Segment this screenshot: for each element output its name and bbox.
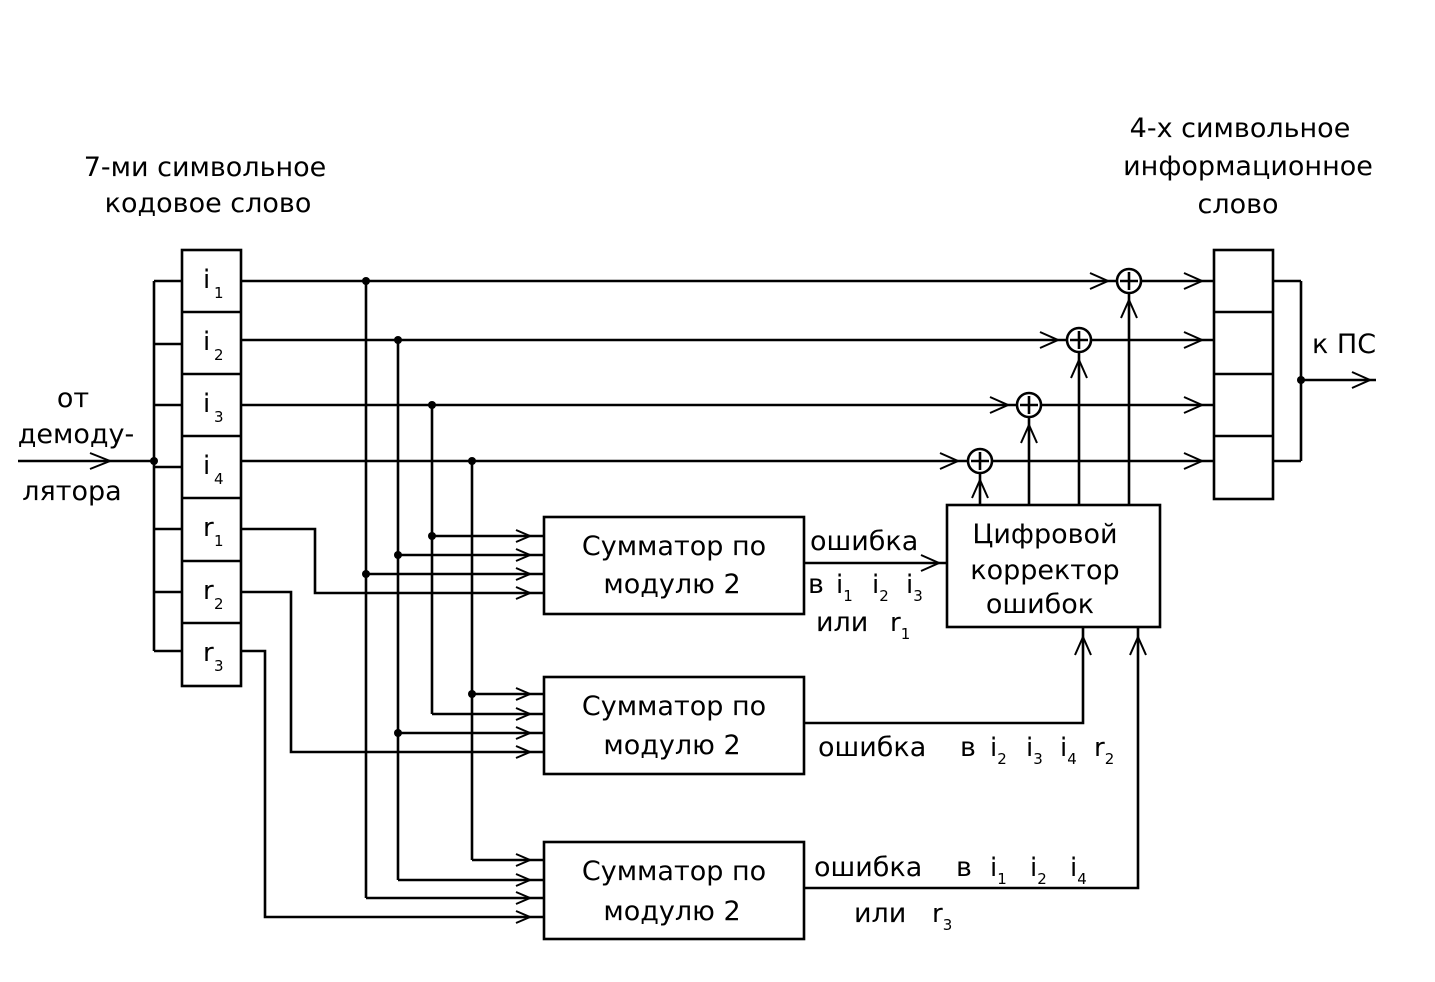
error-1-symbol-3: i3 <box>906 570 923 605</box>
cell-r1-letter: r <box>203 513 214 543</box>
xor-gate-i3 <box>1015 391 1043 419</box>
source-label-line2: демоду- <box>18 419 135 450</box>
error-2-symbol-3: i4 <box>1060 733 1077 768</box>
error-3-pre: в <box>956 852 972 883</box>
cell-i1-letter: i <box>203 265 210 295</box>
cell-i3-letter: i <box>203 389 210 419</box>
codeword-title-line1: 7-ми символьное <box>84 152 327 183</box>
error-3-alt: r3 <box>932 899 952 934</box>
xor-gate-i2 <box>1065 326 1093 354</box>
infoword-title-line1: 4-х символьное <box>1130 113 1351 144</box>
adder-3-line2: модулю 2 <box>603 896 740 927</box>
error-3-symbol-2: i2 <box>1030 853 1047 888</box>
adder-3-inputs <box>241 649 544 924</box>
corrector-line2: корректор <box>970 555 1119 586</box>
syndrome-lines <box>804 554 1147 890</box>
error-label-3: ошибка в i1 i2 i4 или r3 <box>814 852 1087 934</box>
error-3-symbol-3: i4 <box>1070 853 1087 888</box>
error-3-symbol-1: i1 <box>990 853 1007 888</box>
cell-i4-letter: i <box>203 451 210 481</box>
error-corrector: Цифровой корректор ошибок <box>945 503 1162 629</box>
error-label-1: ошибка в i1 i2 i3 или r1 <box>808 526 923 643</box>
cell-r1-index: 1 <box>214 532 224 550</box>
tap-lines <box>362 277 476 898</box>
info-register <box>1212 248 1275 501</box>
source-label-line3: лятора <box>22 476 121 507</box>
error-2-word: ошибка <box>818 732 926 763</box>
error-1-symbol-2: i2 <box>872 570 889 605</box>
error-1-pre: в <box>808 569 824 600</box>
cell-i4-index: 4 <box>214 470 224 488</box>
error-3-word: ошибка <box>814 852 922 883</box>
error-1-symbol-1: i1 <box>836 570 853 605</box>
corrector-line3: ошибок <box>986 589 1094 620</box>
cell-r3-index: 3 <box>214 657 224 675</box>
adder-1-line1: Сумматор по <box>582 531 766 562</box>
source-label-line1: от <box>57 383 89 414</box>
cell-i3-index: 3 <box>214 408 224 426</box>
adder-1: Сумматор по модулю 2 <box>542 515 806 616</box>
infoword-title-line3: слово <box>1197 189 1278 220</box>
codeword-title-line2: кодовое слово <box>105 188 312 219</box>
adder-3: Сумматор по модулю 2 <box>542 840 806 941</box>
error-2-symbol-1: i2 <box>990 733 1007 768</box>
adder-2: Сумматор по модулю 2 <box>542 675 806 776</box>
error-3-alt-pre: или <box>854 898 906 929</box>
adder-2-line1: Сумматор по <box>582 691 766 722</box>
adder-2-line2: модулю 2 <box>603 730 740 761</box>
cell-r2-letter: r <box>203 576 214 606</box>
error-2-symbol-4: r2 <box>1094 733 1114 768</box>
error-1-word: ошибка <box>810 526 918 557</box>
xor-gate-i4 <box>966 447 994 475</box>
corrector-line1: Цифровой <box>972 519 1117 550</box>
xor-gate-i1 <box>1115 267 1143 295</box>
cell-i2-letter: i <box>203 327 210 357</box>
cell-i2-index: 2 <box>214 346 224 364</box>
input-bus <box>150 279 182 653</box>
adder-1-inputs <box>241 527 544 600</box>
error-2-pre: в <box>960 732 976 763</box>
input-arrow <box>18 452 154 470</box>
cell-i1-index: 1 <box>214 284 224 302</box>
cell-r2-index: 2 <box>214 595 224 613</box>
error-1-alt: r1 <box>890 608 910 643</box>
error-2-symbol-2: i3 <box>1026 733 1043 768</box>
error-1-alt-pre: или <box>816 607 868 638</box>
cell-r3-letter: r <box>203 638 214 668</box>
codeword-register: i 1 i 2 i 3 i 4 r 1 r 2 r 3 <box>180 248 243 688</box>
infoword-title-line2: информационное <box>1123 151 1373 182</box>
adder-2-inputs <box>241 590 544 759</box>
adder-3-line1: Сумматор по <box>582 856 766 887</box>
adder-1-line2: модулю 2 <box>603 569 740 600</box>
info-lines <box>241 272 1214 470</box>
output-bus <box>1273 279 1376 463</box>
error-label-2: ошибка в i2 i3 i4 r2 <box>818 732 1114 768</box>
corrector-outputs <box>971 293 1138 505</box>
output-label: к ПС <box>1312 329 1376 360</box>
